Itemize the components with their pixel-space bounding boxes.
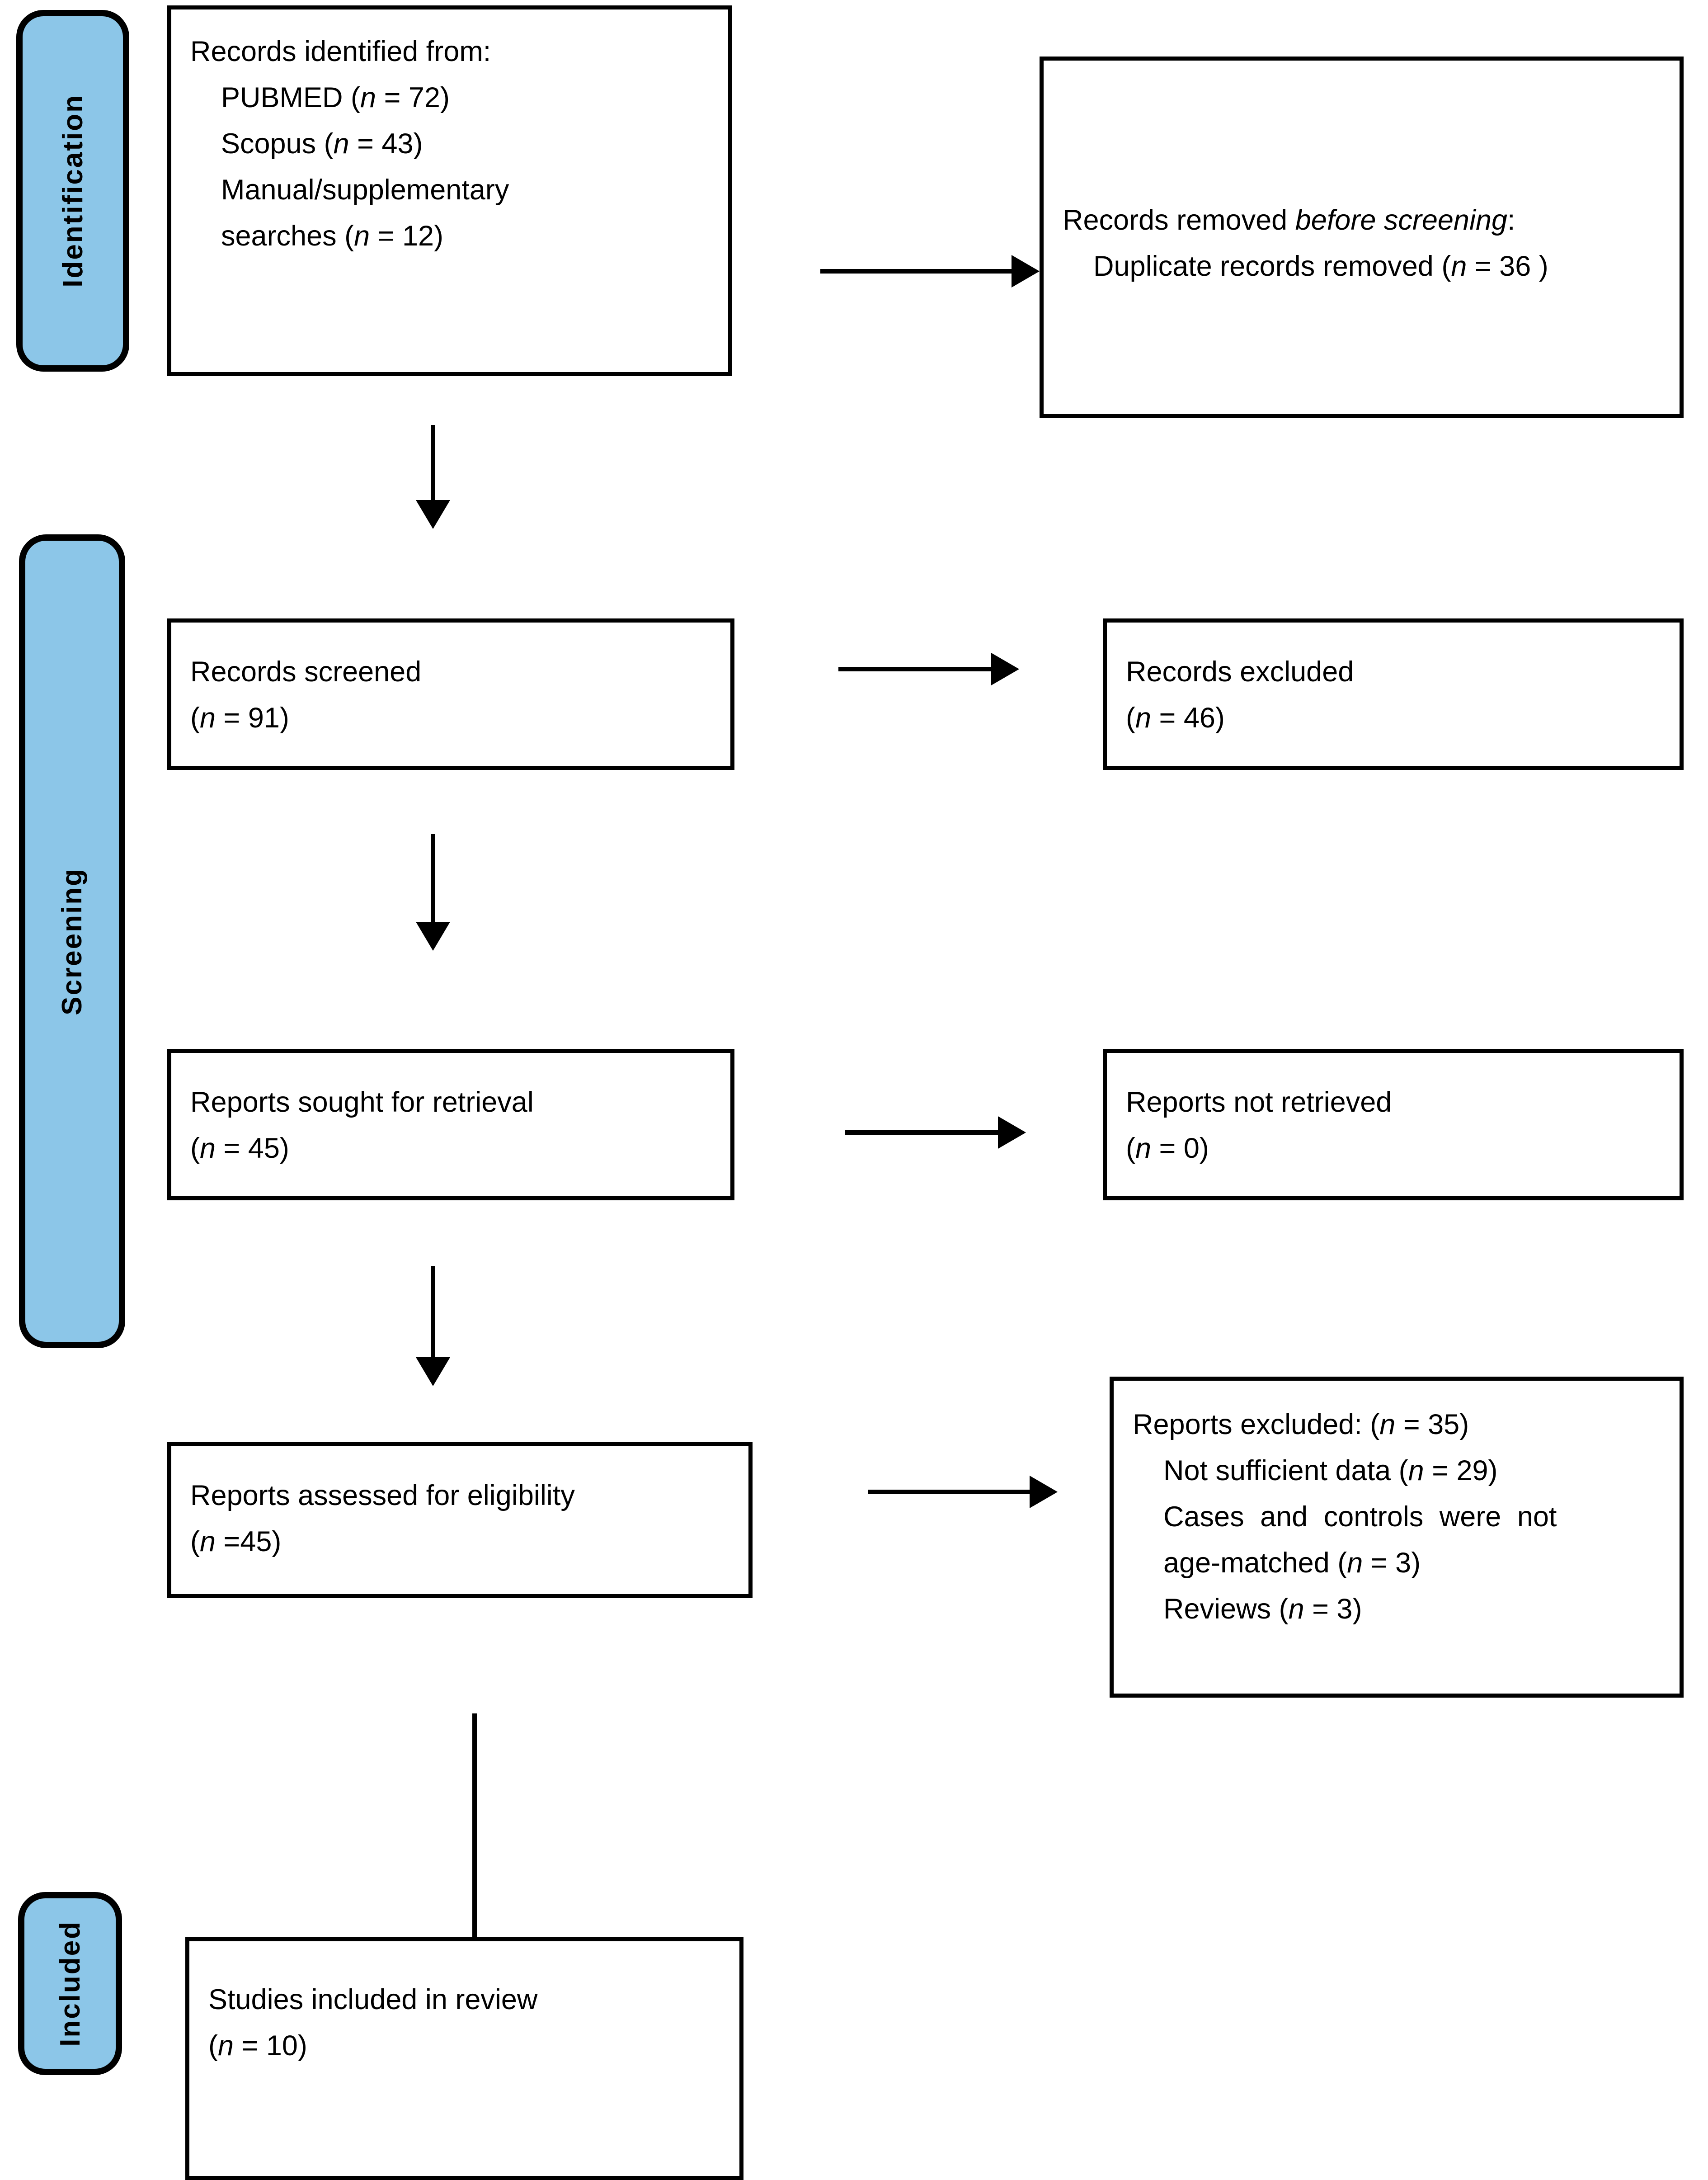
stage-tab-included: Included [18,1892,122,2075]
box-reports-sought: Reports sought for retrieval (n = 45) [167,1049,734,1200]
box-records-identified: Records identified from: PUBMED (n = 72)… [167,5,732,376]
records-identified-line-2: Scopus (n = 43) [221,128,423,160]
stage-tab-included-label: Included [54,1920,86,2047]
box-studies-included: Studies included in review (n = 10) [185,1937,743,2180]
records-identified-line-1: PUBMED (n = 72) [221,82,450,114]
reports-sought-count: (n = 45) [190,1132,289,1165]
stage-tab-identification: Identification [16,10,129,372]
records-excluded-count: (n = 46) [1126,702,1225,734]
studies-included-count: (n = 10) [208,2030,307,2062]
records-identified-line-0: Records identified from: [190,36,491,67]
records-screened-title: Records screened [190,656,422,688]
reports-excluded-line-0: Reports excluded: (n = 35) [1133,1409,1469,1440]
box-records-removed: Records removed before screening: Duplic… [1040,57,1684,418]
records-removed-line-0: Records removed before screening: [1063,204,1515,236]
records-identified-line-3: Manual/supplementary [221,174,509,206]
box-reports-not-retrieved: Reports not retrieved (n = 0) [1103,1049,1684,1200]
reports-sought-title: Reports sought for retrieval [190,1086,534,1118]
stage-tab-identification-label: Identification [57,94,89,288]
box-reports-assessed: Reports assessed for eligibility (n =45) [167,1442,753,1598]
reports-assessed-title: Reports assessed for eligibility [190,1480,575,1511]
reports-excluded-line-1: Not sufficient data (n = 29) [1163,1455,1498,1487]
stage-tab-screening-label: Screening [56,867,88,1015]
reports-excluded-line-3: age-matched (n = 3) [1163,1547,1421,1579]
reports-excluded-line-4: Reviews (n = 3) [1163,1593,1362,1625]
records-identified-line-4: searches (n = 12) [221,220,444,252]
box-reports-excluded: Reports excluded: (n = 35) Not sufficien… [1110,1377,1684,1698]
box-records-screened: Records screened (n = 91) [167,618,734,770]
stage-tab-screening: Screening [19,534,125,1348]
reports-excluded-line-2: Cases and controls were not [1163,1501,1557,1533]
records-excluded-title: Records excluded [1126,656,1354,688]
reports-not-retrieved-title: Reports not retrieved [1126,1086,1392,1118]
box-records-excluded: Records excluded (n = 46) [1103,618,1684,770]
studies-included-title: Studies included in review [208,1984,538,2015]
reports-not-retrieved-count: (n = 0) [1126,1132,1209,1165]
records-removed-line-1: Duplicate records removed (n = 36 ) [1093,250,1548,283]
records-screened-count: (n = 91) [190,702,289,734]
reports-assessed-count: (n =45) [190,1526,282,1558]
